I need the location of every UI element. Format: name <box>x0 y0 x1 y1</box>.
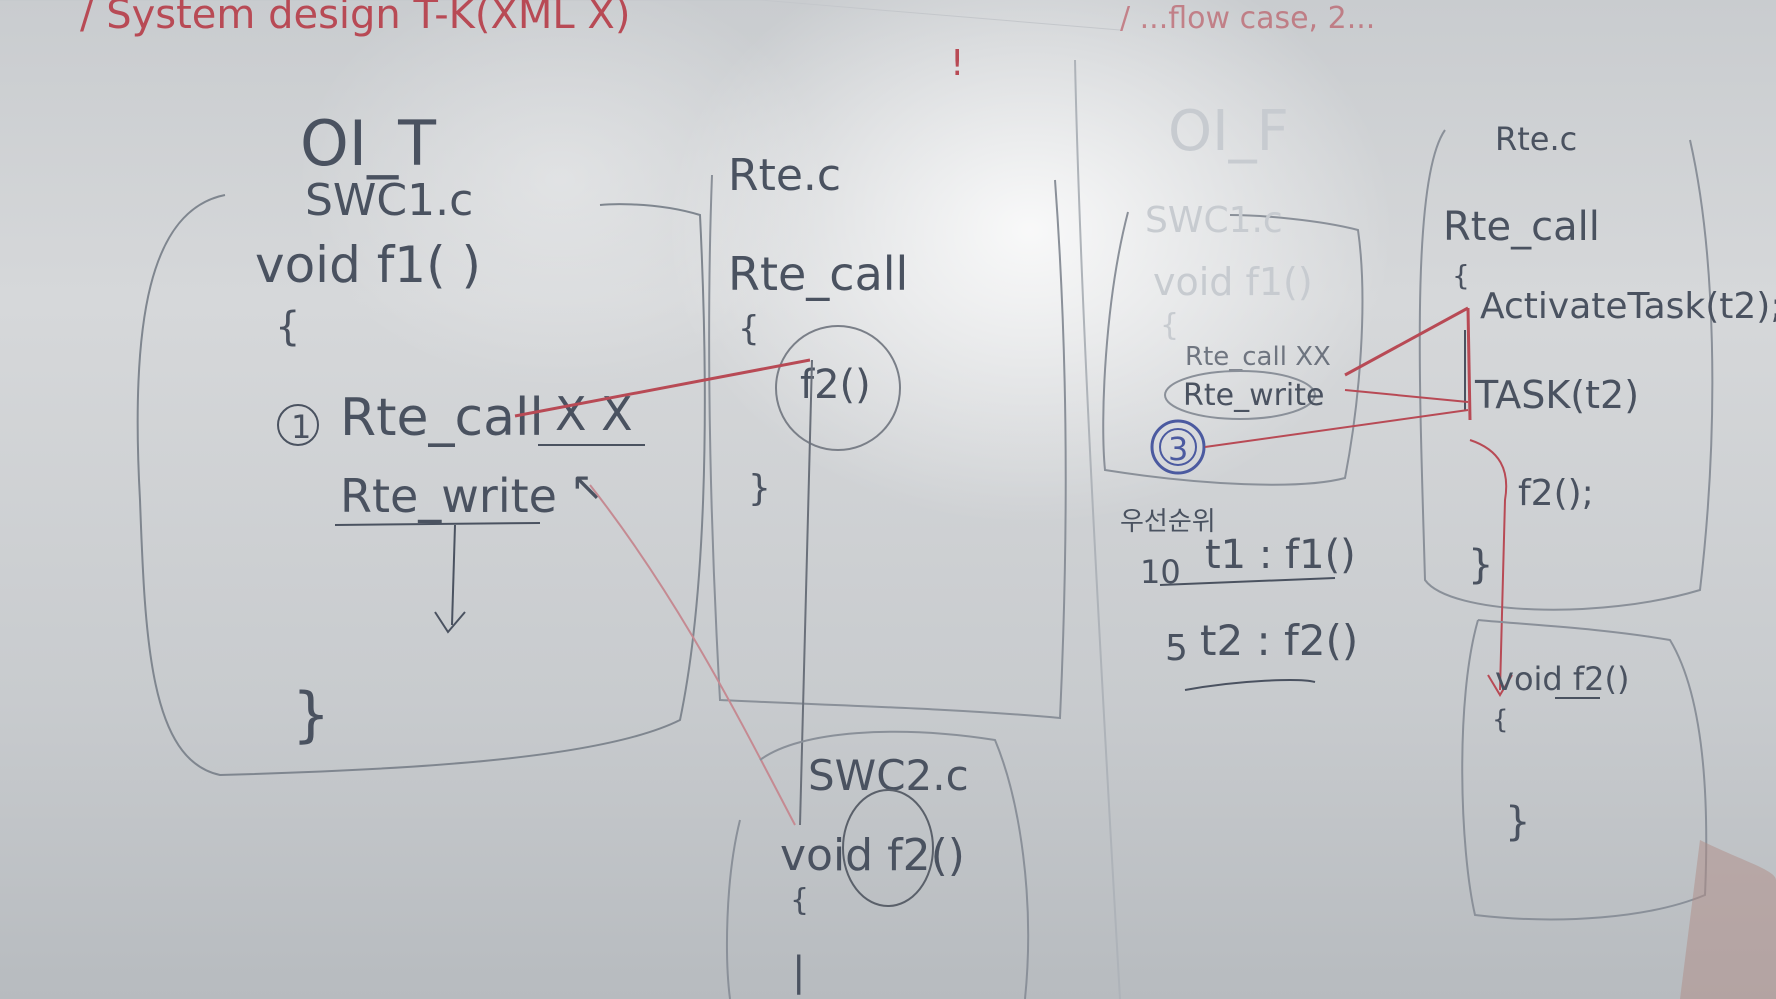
left-close-brace: } <box>292 680 330 750</box>
right-priority-1: t1 : f1() <box>1205 532 1356 578</box>
left-swc2-filename: SWC2.c <box>808 751 969 800</box>
left-panel-title: OI_T <box>300 107 437 180</box>
right-rte-write-oval <box>1164 370 1316 420</box>
left-rte-close-brace: } <box>748 468 771 509</box>
right-swc1-box <box>1102 211 1364 486</box>
right-priority-label: 우선순위 <box>1120 507 1216 537</box>
right-red-arrow-step3 <box>1204 409 1469 448</box>
left-func-f2-decl: void f2() <box>780 830 965 881</box>
right-red-arrowhead-icon <box>1487 674 1513 697</box>
right-red-arrow-activate <box>1344 306 1469 377</box>
right-red-arrow-down <box>1469 439 1508 691</box>
left-step-marker: 1 <box>291 408 311 446</box>
left-swc1-box <box>136 194 706 777</box>
right-task-f2-call: f2(); <box>1518 473 1594 514</box>
right-swc1-filename: SWC1.c <box>1145 200 1283 241</box>
right-line-rte-write: Rte_write <box>1183 378 1325 413</box>
right-step-marker: 3 <box>1168 430 1188 468</box>
right-red-arrow-vertical <box>1466 307 1472 421</box>
left-red-return-line <box>589 484 796 826</box>
left-line-rte-write: Rte_write <box>340 469 557 523</box>
header-red-note-left: / System design T-K(XML X) <box>80 0 630 38</box>
header-red-mark: ! <box>950 43 964 84</box>
right-step-marker-circle <box>1150 419 1206 475</box>
left-rte-f2-circle <box>775 325 901 451</box>
right-func-f1-decl: void f1() <box>1153 260 1313 304</box>
right-rte-box <box>1418 129 1714 611</box>
left-down-arrow-shaft <box>451 524 456 626</box>
right-rte-filename: Rte.c <box>1495 120 1577 158</box>
right-rte-open-brace: { <box>1452 259 1470 292</box>
right-func2-close: } <box>1505 799 1530 845</box>
right-task-close: } <box>1468 542 1493 588</box>
right-task-t2: TASK(t2) <box>1474 373 1639 417</box>
right-line-rte-call: Rte_call XX <box>1185 342 1331 372</box>
left-return-arrow-icon: ↖ <box>570 464 604 510</box>
left-rte-box <box>708 174 1067 720</box>
left-line-rte-call: Rte_call <box>340 388 544 448</box>
left-rte-call: Rte_call <box>728 247 908 301</box>
left-open-brace: { <box>275 304 300 350</box>
left-rte-open-brace: { <box>738 309 760 349</box>
right-func2-open-brace: { <box>1492 705 1509 735</box>
board-divider-line <box>1074 59 1121 999</box>
right-panel-title: OI_F <box>1168 99 1289 164</box>
left-rte-write-underline <box>334 522 541 526</box>
left-func2-open-brace: { <box>790 883 809 918</box>
board-top-edge <box>0 0 1121 31</box>
right-red-arrow-write <box>1344 389 1469 403</box>
right-priority-2-num: 5 <box>1165 628 1188 669</box>
right-activate-task: ActivateTask(t2); <box>1480 286 1776 327</box>
left-func-f1-decl: void f1( ) <box>255 236 481 294</box>
right-priority-2: t2 : f2() <box>1200 616 1358 665</box>
hand-shadow <box>1680 840 1776 999</box>
left-func-f2-circle <box>842 789 934 907</box>
left-rte-filename: Rte.c <box>728 150 841 201</box>
left-func2-close: | <box>792 949 805 995</box>
left-f2-down-line <box>799 359 813 826</box>
left-down-arrow-icon <box>434 611 466 634</box>
right-step-marker-inner-circle <box>1159 428 1197 466</box>
right-func-f2-decl: void f2() <box>1495 660 1629 698</box>
left-swc1-filename: SWC1.c <box>305 175 473 226</box>
header-red-note-right: / ...flow case, 2... <box>1120 1 1375 36</box>
right-priority-1-underline <box>1159 577 1336 586</box>
right-priority-2-underline <box>1184 679 1316 691</box>
left-step-marker-circle <box>277 404 319 446</box>
left-swc2-box <box>726 730 1030 999</box>
left-red-call-arrow <box>514 358 811 418</box>
right-rte-call: Rte_call <box>1443 204 1600 250</box>
right-open-brace: { <box>1160 308 1179 343</box>
